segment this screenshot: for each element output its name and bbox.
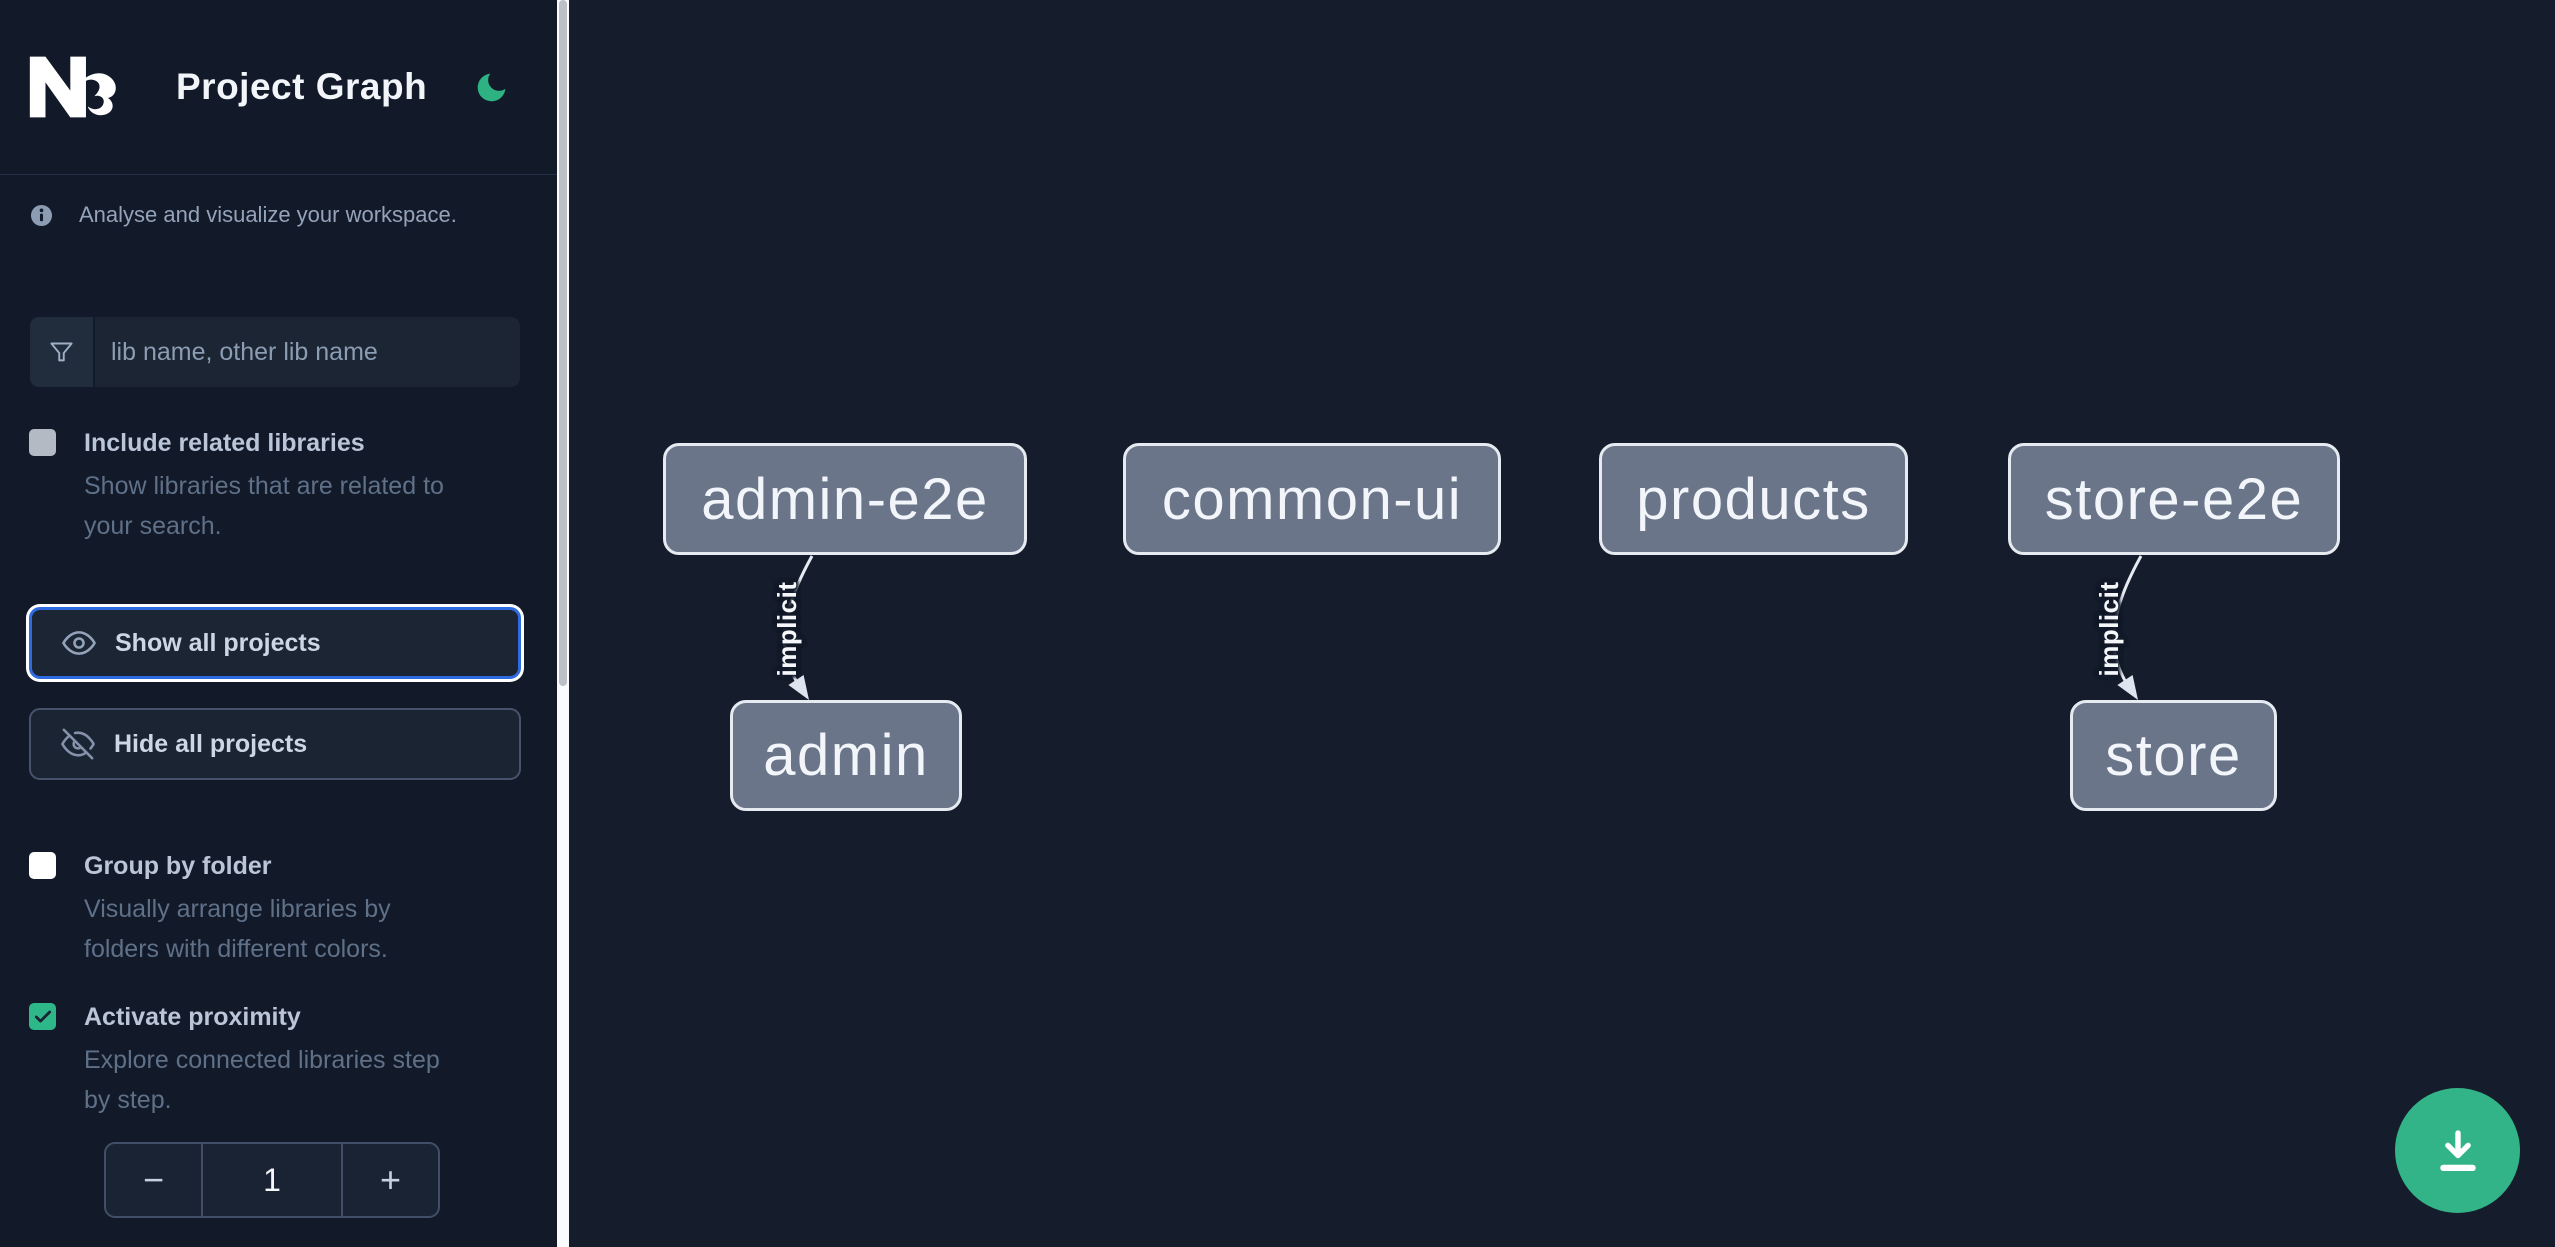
node-label: admin-e2e — [701, 466, 989, 532]
eye-icon — [62, 631, 96, 655]
tagline-text: Analyse and visualize your workspace. — [79, 202, 457, 227]
include-related-checkbox[interactable] — [29, 429, 56, 456]
checkbox-label: Include related libraries — [84, 429, 365, 457]
page-title: Project Graph — [176, 66, 428, 107]
moon-icon — [477, 73, 506, 101]
filter-icon-cell — [30, 317, 95, 387]
group-by-folder-checkbox[interactable] — [29, 852, 56, 879]
description-line: your search. — [84, 512, 222, 540]
checkbox-description: Show libraries that are related to your … — [84, 466, 444, 546]
checkbox-label: Activate proximity — [84, 1003, 301, 1031]
edge-label-implicit: implicit — [772, 581, 802, 677]
activate-proximity-checkbox[interactable] — [29, 1003, 56, 1030]
graph-node-common-ui[interactable]: common-ui — [1123, 443, 1501, 555]
graph-canvas[interactable] — [569, 0, 2555, 1247]
node-label: admin — [763, 723, 929, 788]
description-line: by step. — [84, 1086, 172, 1114]
checkbox-activate-proximity: Activate proximity Explore connected lib… — [29, 1002, 517, 1120]
graph-node-products[interactable]: products — [1599, 443, 1908, 555]
checkbox-label: Group by folder — [84, 852, 272, 880]
sidebar-header: Project Graph — [0, 0, 557, 175]
eye-off-icon — [61, 728, 95, 760]
checkbox-text: Activate proximity Explore connected lib… — [84, 1002, 440, 1120]
checkmark-icon — [34, 1010, 51, 1023]
decrement-button[interactable]: − — [106, 1144, 201, 1216]
node-label: store-e2e — [2044, 466, 2304, 532]
graph-node-store[interactable]: store — [2070, 700, 2277, 811]
checkbox-text: Include related libraries Show libraries… — [84, 428, 444, 546]
description-line: Show libraries that are related to — [84, 472, 444, 500]
workspace-tagline: Analyse and visualize your workspace. — [30, 202, 537, 228]
description-line: folders with different colors. — [84, 935, 388, 963]
increment-button[interactable]: + — [343, 1144, 438, 1216]
checkbox-description: Explore connected libraries step by step… — [84, 1040, 440, 1120]
sidebar-scrollbar-track — [557, 0, 569, 1247]
download-icon — [2439, 1129, 2476, 1171]
sidebar-scrollbar-thumb[interactable] — [559, 0, 567, 686]
proximity-depth-stepper: − 1 + — [104, 1142, 440, 1218]
edge-label-implicit: implicit — [2094, 581, 2124, 677]
node-label: products — [1636, 466, 1871, 532]
description-line: Explore connected libraries step — [84, 1046, 440, 1074]
info-icon — [30, 204, 53, 226]
proximity-depth-value: 1 — [201, 1144, 343, 1216]
filter-input[interactable] — [95, 317, 520, 387]
checkbox-description: Visually arrange libraries by folders wi… — [84, 889, 391, 969]
theme-toggle-button[interactable] — [473, 69, 510, 106]
node-label: common-ui — [1161, 466, 1463, 532]
checkbox-include-related-libraries: Include related libraries Show libraries… — [29, 428, 517, 546]
sidebar: Project Graph Analyse and visualize your… — [0, 0, 557, 1247]
funnel-icon — [50, 342, 73, 361]
checkbox-text: Group by folder Visually arrange librari… — [84, 851, 391, 969]
download-graph-button[interactable] — [2395, 1088, 2520, 1213]
description-line: Visually arrange libraries by — [84, 895, 391, 923]
graph-node-store-e2e[interactable]: store-e2e — [2008, 443, 2340, 555]
nx-logo-icon — [29, 56, 116, 118]
hide-all-projects-label: Hide all projects — [114, 729, 308, 758]
show-all-projects-button[interactable]: Show all projects — [29, 607, 521, 679]
checkbox-group-by-folder: Group by folder Visually arrange librari… — [29, 851, 517, 969]
graph-node-admin-e2e[interactable]: admin-e2e — [663, 443, 1027, 555]
filter-box — [30, 317, 520, 387]
show-all-projects-label: Show all projects — [115, 628, 321, 657]
hide-all-projects-button[interactable]: Hide all projects — [29, 708, 521, 780]
node-label: store — [2105, 723, 2242, 788]
graph-node-admin[interactable]: admin — [730, 700, 962, 811]
